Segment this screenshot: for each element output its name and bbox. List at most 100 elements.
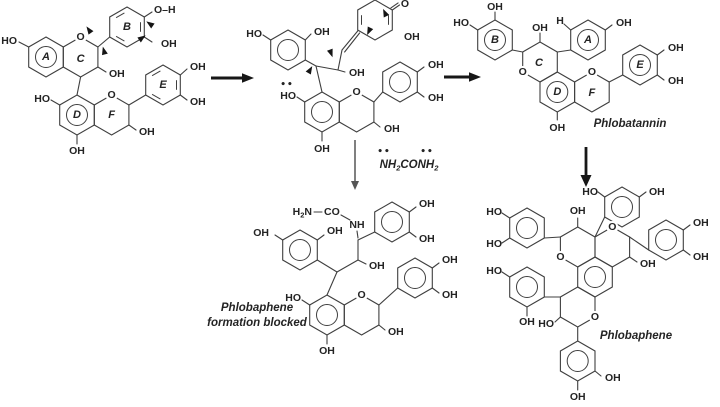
bond bbox=[337, 49, 343, 71]
benzene-ring bbox=[509, 207, 545, 249]
double-bond bbox=[115, 12, 125, 19]
atom-label-oh: OH bbox=[314, 26, 330, 38]
atom-label-oh: OH bbox=[570, 391, 586, 403]
atom-label-oh: OH bbox=[640, 258, 656, 270]
arrow-to-phlobatannin bbox=[444, 72, 481, 82]
bond bbox=[390, 2, 399, 9]
arrow-head bbox=[242, 73, 254, 83]
atom-label-o: O bbox=[77, 31, 85, 43]
bond bbox=[304, 33, 312, 41]
bond bbox=[301, 299, 311, 306]
bond bbox=[416, 66, 425, 73]
ring-label-f: F bbox=[108, 109, 115, 121]
atom-label-nh: NH bbox=[349, 219, 364, 231]
bond bbox=[357, 259, 367, 265]
aromatic-circle bbox=[35, 46, 57, 68]
atom-label-oh: OH bbox=[319, 345, 335, 357]
bond bbox=[629, 236, 650, 251]
bond bbox=[431, 287, 440, 294]
atom-label-ho: HO bbox=[538, 318, 554, 330]
atom-label-oh: OH bbox=[570, 205, 586, 217]
lone-pair-dots: •• bbox=[377, 147, 391, 157]
atom-label-oh: OH bbox=[442, 254, 458, 266]
ring-label-d: D bbox=[553, 86, 561, 98]
bond bbox=[373, 121, 381, 128]
bond bbox=[391, 4, 401, 11]
benzene-ring bbox=[357, 0, 393, 41]
atom-label-h2n: H2N bbox=[293, 206, 312, 219]
bond bbox=[296, 96, 306, 103]
urea-label: NH2CONH2 bbox=[380, 159, 440, 172]
atom-label-oh: OH bbox=[693, 217, 709, 229]
electron-arrow bbox=[86, 26, 94, 35]
aromatic-circle bbox=[404, 267, 426, 289]
ring-label-e: E bbox=[159, 79, 167, 91]
bond bbox=[76, 76, 82, 96]
ring-label-d: D bbox=[73, 109, 81, 121]
atom-label-oh: OH bbox=[419, 233, 435, 245]
bond bbox=[629, 256, 638, 263]
atom-label-o: O bbox=[353, 86, 361, 98]
bond bbox=[594, 370, 602, 377]
bond bbox=[336, 259, 359, 273]
aromatic-circle bbox=[516, 217, 538, 239]
benzene-ring bbox=[509, 266, 545, 308]
aromatic-circle bbox=[577, 29, 599, 51]
bond bbox=[511, 49, 524, 53]
bond bbox=[563, 23, 572, 31]
benzene-ring bbox=[270, 29, 306, 71]
benzene-ring bbox=[382, 61, 418, 103]
atom-label-oh: O–H bbox=[154, 4, 176, 16]
bond bbox=[97, 36, 111, 48]
ring-label-b: B bbox=[491, 34, 499, 46]
atom-label-oh: OH bbox=[109, 68, 125, 80]
bond bbox=[431, 262, 440, 269]
benzene-ring bbox=[304, 91, 340, 133]
arrow-to-phlobaphene bbox=[580, 147, 592, 187]
atom-label-ho: HO bbox=[486, 265, 502, 277]
atom-label-ho: HO bbox=[34, 93, 50, 105]
pyran-ring bbox=[559, 226, 596, 268]
atom-label-oh: OH bbox=[693, 251, 709, 263]
bond bbox=[316, 259, 338, 273]
bond bbox=[554, 316, 561, 323]
ring-label-f: F bbox=[589, 87, 596, 99]
blocked-label-line1: Phlobaphene bbox=[221, 302, 294, 314]
atom-label-oh: OH bbox=[384, 123, 400, 135]
aromatic-circle bbox=[611, 196, 633, 218]
arrow-head bbox=[351, 181, 359, 190]
electron-arrow bbox=[146, 21, 155, 29]
atom-label-o: O bbox=[608, 221, 616, 233]
atom-label-oh: OH bbox=[549, 122, 565, 134]
bond bbox=[357, 231, 376, 241]
atom-label-oh: OH bbox=[616, 17, 632, 29]
bond bbox=[341, 30, 359, 51]
atom-label-oh: OH bbox=[139, 126, 155, 138]
electron-arrow bbox=[383, 8, 390, 18]
aromatic-circle bbox=[389, 71, 411, 93]
aromatic-circle bbox=[289, 239, 311, 261]
atom-label-oh: OH bbox=[404, 31, 420, 43]
bond bbox=[656, 74, 665, 81]
benzene-ring bbox=[282, 229, 318, 271]
atom-label-ho: HO bbox=[285, 292, 301, 304]
bond bbox=[344, 32, 361, 53]
bond bbox=[469, 24, 479, 31]
aromatic-circle bbox=[311, 101, 333, 123]
atom-label-oh: OH bbox=[161, 38, 177, 50]
ring-label-e: E bbox=[636, 59, 644, 71]
atom-label-oh: OH bbox=[428, 92, 444, 104]
aromatic-circle bbox=[66, 104, 88, 126]
ring-label-a: A bbox=[41, 51, 50, 63]
aromatic-circle bbox=[546, 81, 569, 103]
atom-label-ho: HO bbox=[582, 186, 598, 198]
double-bond bbox=[151, 93, 161, 100]
atom-label-o: O bbox=[556, 251, 564, 263]
bond bbox=[543, 236, 561, 239]
arrow-head bbox=[580, 175, 592, 187]
phlobatannin-label: Phlobatannin bbox=[594, 118, 667, 130]
bond bbox=[556, 49, 572, 53]
